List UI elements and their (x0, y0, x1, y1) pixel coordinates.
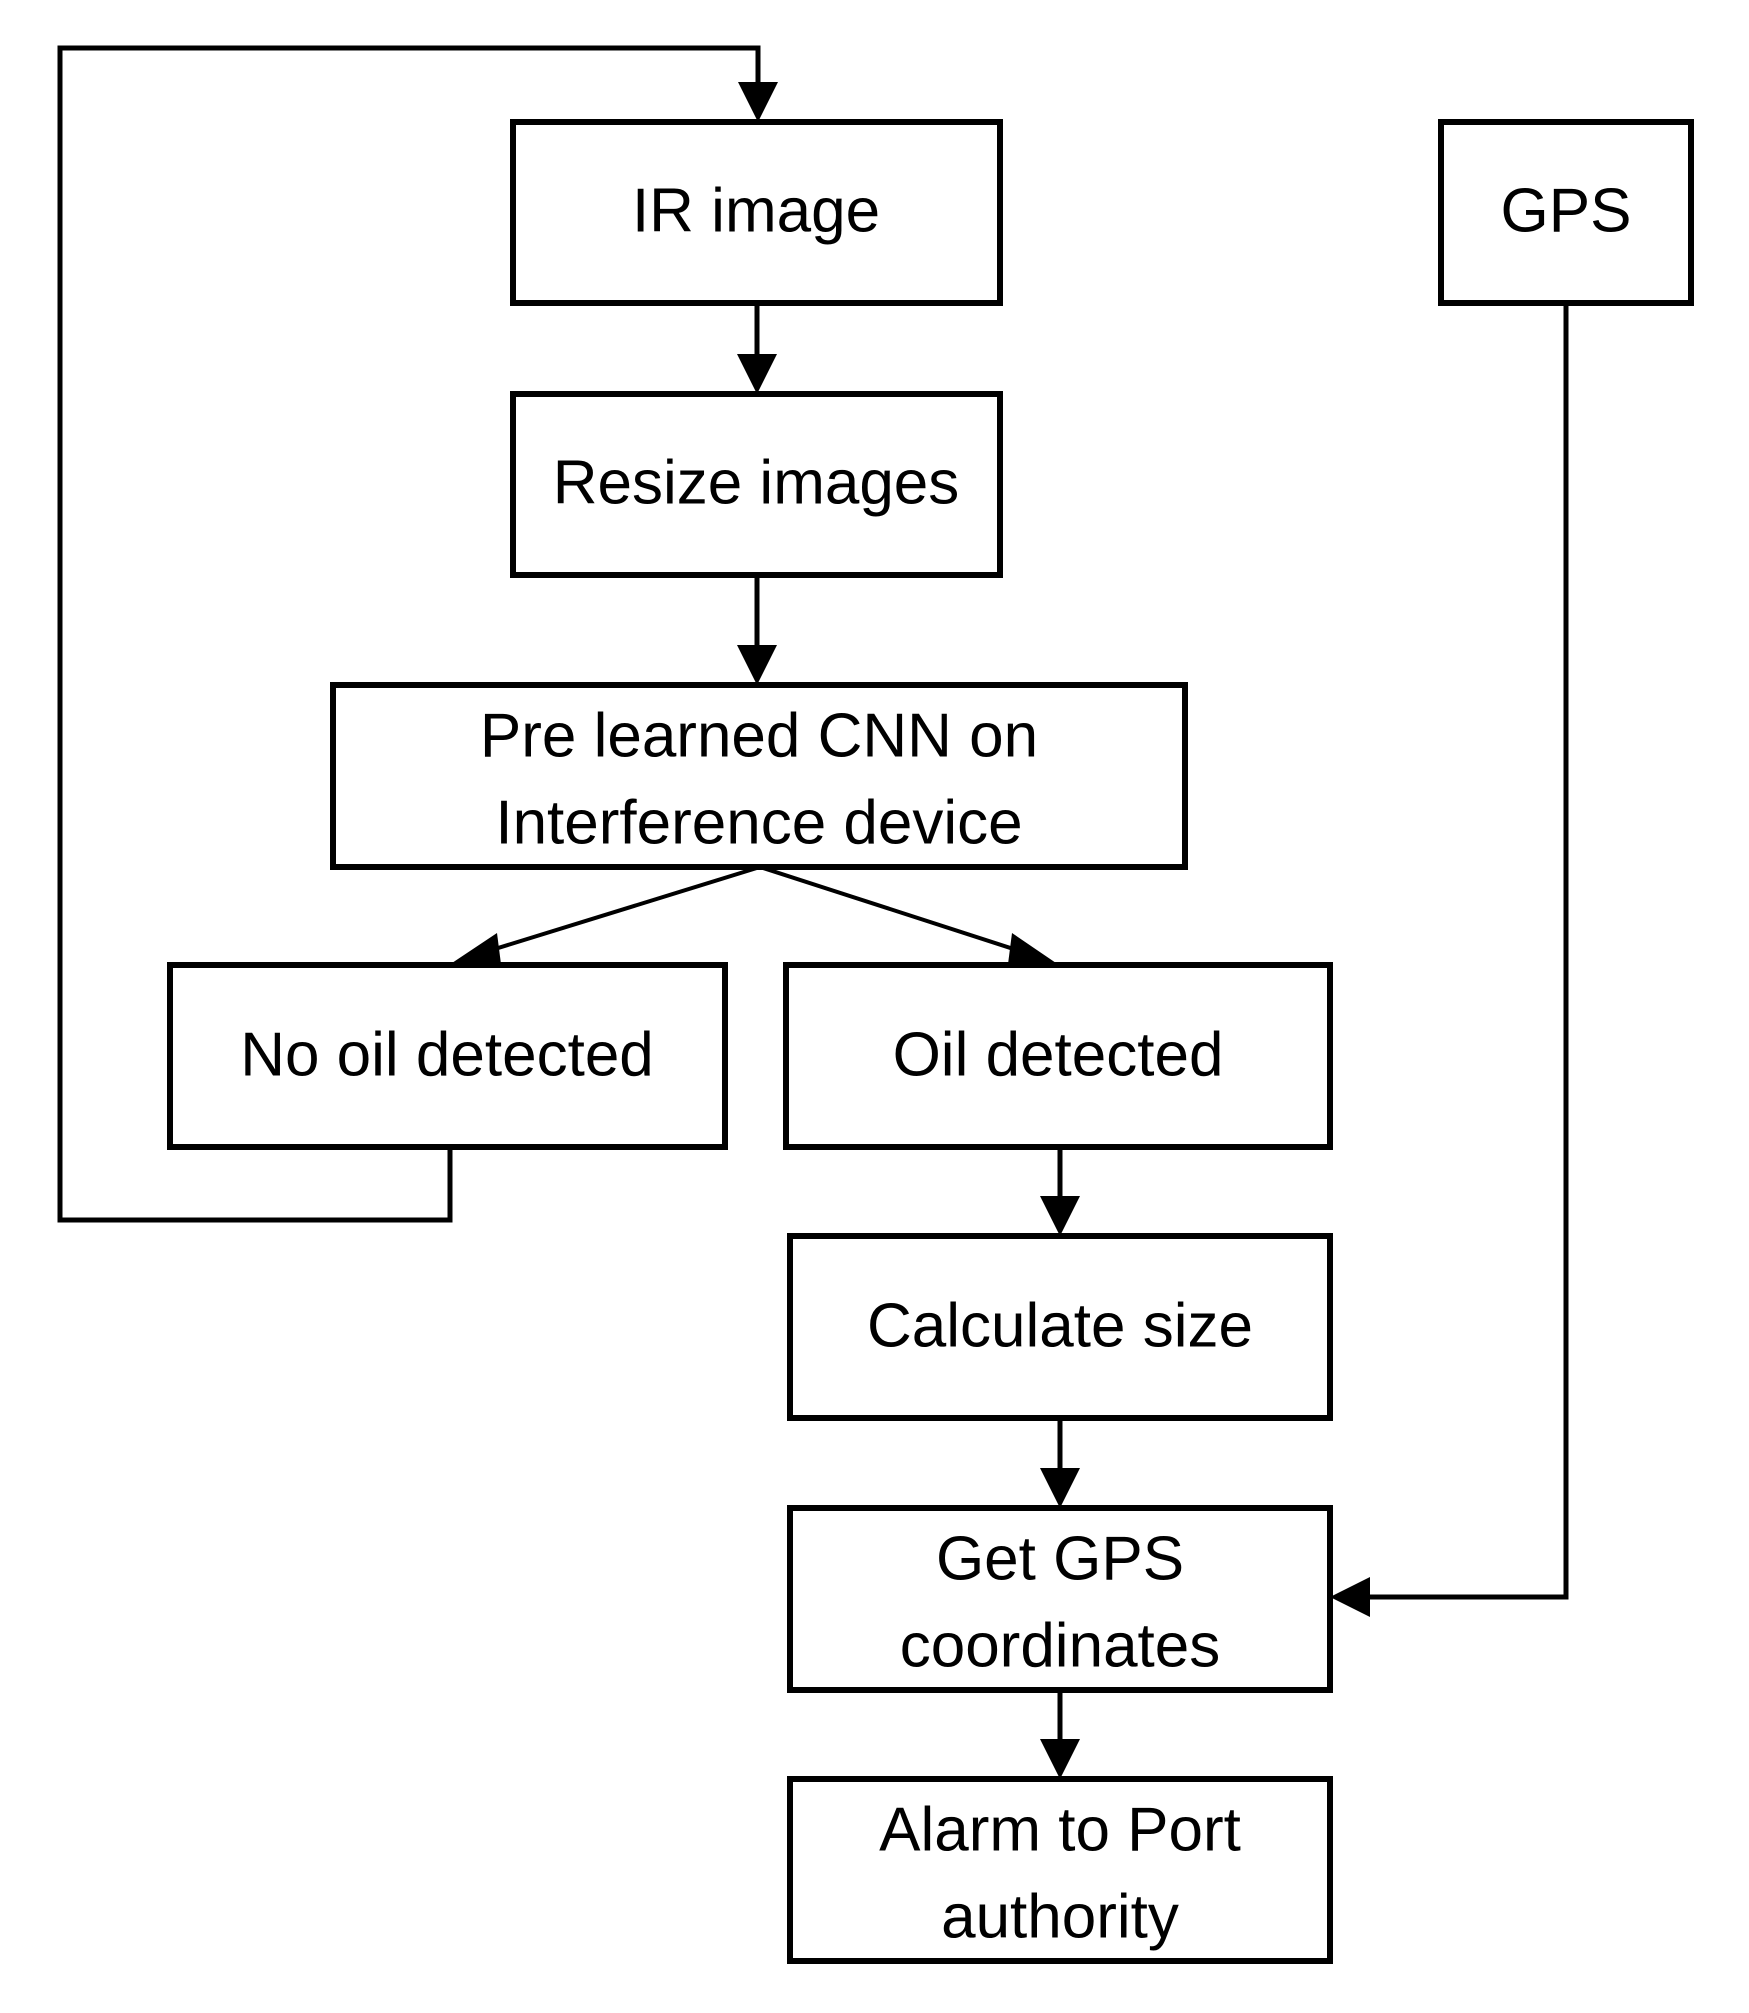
node-calculate-size[interactable]: Calculate size (787, 1233, 1333, 1421)
node-get-gps-coordinates[interactable]: Get GPS coordinates (787, 1505, 1333, 1693)
node-resize-images[interactable]: Resize images (510, 391, 1003, 578)
node-ir-image[interactable]: IR image (510, 119, 1003, 306)
edge-resize-to-cnn (737, 575, 777, 685)
node-no-oil-detected[interactable]: No oil detected (167, 962, 728, 1150)
edge-gps-coord-to-alarm (1040, 1690, 1080, 1779)
node-gps-box[interactable] (1438, 119, 1694, 306)
edge-cnn-to-no-oil (452, 865, 761, 972)
node-pre-learned-cnn[interactable]: Pre learned CNN on Interference device (330, 682, 1188, 870)
node-no-oil-detected-label: No oil detected (240, 1020, 654, 1089)
node-pre-learned-cnn-label-line2: Interference device (495, 788, 1022, 857)
node-oil-detected-box[interactable] (783, 962, 1333, 1150)
edge-cnn-to-oil (759, 865, 1056, 972)
edge-no-oil-feedback (57, 45, 778, 1223)
edge-gps-to-get-gps (1330, 303, 1569, 1617)
edge-ir-to-resize (737, 303, 777, 394)
node-calculate-size-label: Calculate size (867, 1291, 1253, 1360)
node-alarm-to-port-authority-label-line2: authority (941, 1882, 1179, 1951)
arrow-head-to-cnn (737, 645, 777, 685)
edge-calc-to-gps-coord (1040, 1418, 1080, 1508)
node-get-gps-coordinates-box[interactable] (787, 1505, 1333, 1693)
arrow-head-to-resize (737, 354, 777, 394)
edge-oil-to-calc (1040, 1147, 1080, 1236)
arrow-head-to-ir-image (738, 82, 778, 122)
node-oil-detected-label: Oil detected (893, 1020, 1224, 1089)
node-no-oil-detected-box[interactable] (167, 962, 728, 1150)
node-oil-detected[interactable]: Oil detected (783, 962, 1333, 1150)
node-alarm-to-port-authority[interactable]: Alarm to Port authority (787, 1776, 1333, 1964)
arrow-head-to-get-gps (1040, 1468, 1080, 1508)
node-gps-label: GPS (1501, 176, 1632, 245)
node-resize-images-label: Resize images (553, 448, 960, 517)
node-resize-images-box[interactable] (510, 391, 1003, 578)
arrow-head-to-alarm (1040, 1739, 1080, 1779)
node-get-gps-coordinates-label-line1: Get GPS (936, 1524, 1184, 1593)
node-ir-image-label: IR image (632, 176, 880, 245)
arrow-head-to-calculate-size (1040, 1196, 1080, 1236)
node-pre-learned-cnn-label-line1: Pre learned CNN on (480, 701, 1038, 770)
node-pre-learned-cnn-box[interactable] (330, 682, 1188, 870)
node-gps[interactable]: GPS (1438, 119, 1694, 306)
node-alarm-to-port-authority-label-line1: Alarm to Port (879, 1795, 1241, 1864)
node-calculate-size-box[interactable] (787, 1233, 1333, 1421)
node-ir-image-box[interactable] (510, 119, 1003, 306)
arrow-head-gps-into-get-gps (1330, 1577, 1370, 1617)
node-alarm-to-port-authority-box[interactable] (787, 1776, 1333, 1964)
node-get-gps-coordinates-label-line2: coordinates (900, 1611, 1221, 1680)
